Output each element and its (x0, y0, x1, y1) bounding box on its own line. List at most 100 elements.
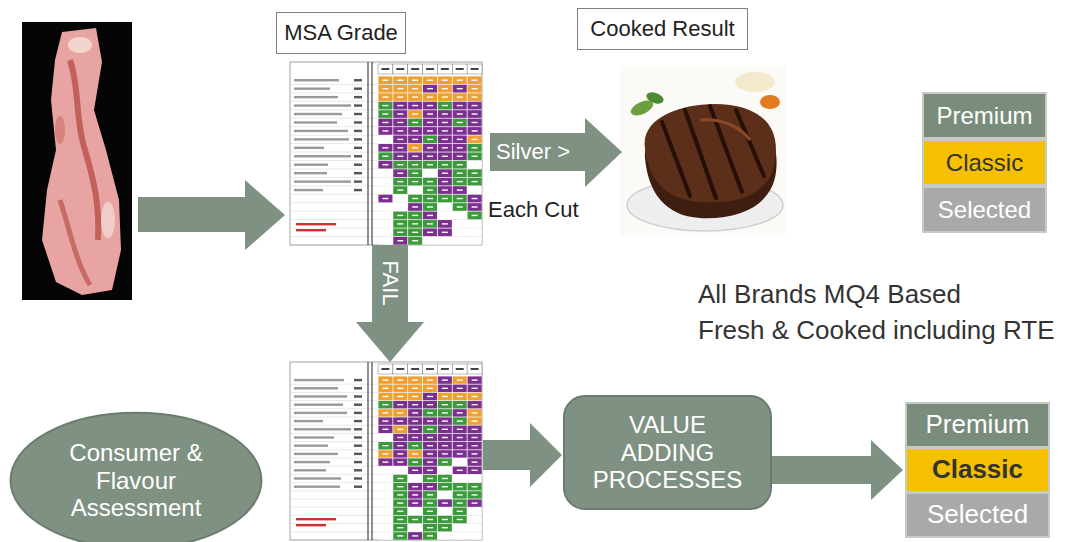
table-cell (378, 499, 392, 506)
table-rule (290, 109, 482, 110)
table-cell-mark (457, 396, 463, 397)
table-header-cell (437, 364, 452, 374)
table-cell-mark (412, 223, 418, 224)
table-cell-mark (397, 535, 403, 536)
table-cell-mark (397, 420, 403, 421)
table-cell (393, 127, 407, 135)
table-cell-mark (397, 429, 403, 430)
heading-box: MSA Grade (276, 12, 406, 54)
table-cell-mark (457, 420, 463, 421)
table-cell-mark (382, 164, 388, 165)
table-cell (453, 401, 467, 408)
table-cell-mark (427, 223, 433, 224)
table-cell-mark (412, 494, 418, 495)
table-cell (453, 93, 467, 101)
table-cell-mark (457, 198, 463, 199)
table-cell (438, 229, 452, 237)
table-cell-mark (397, 486, 403, 487)
table-cell-mark (442, 412, 448, 413)
table-rule (290, 540, 482, 541)
table-cell (438, 144, 452, 152)
table-cell (393, 119, 407, 127)
table-cell-mark (427, 215, 433, 216)
table-cell-mark (382, 130, 388, 131)
table-cell (393, 229, 407, 237)
table-cell-mark (412, 420, 418, 421)
table-cell-mark (457, 139, 463, 140)
table-rule (290, 143, 482, 144)
table-cell (393, 161, 407, 169)
table-cell-mark (412, 198, 418, 199)
table-cell-mark (382, 156, 388, 157)
table-cell-mark (397, 240, 403, 241)
table-cell-mark (427, 232, 433, 233)
table-cell (393, 169, 407, 177)
carcass-muscle-streak (60, 200, 90, 285)
table-header-cell (423, 364, 438, 374)
table-cell (393, 203, 407, 211)
table-cell-mark (442, 486, 448, 487)
table-cell (408, 203, 422, 211)
table-cell (453, 119, 467, 127)
table-cell-mark (382, 404, 388, 405)
table-cell-mark (382, 420, 388, 421)
table-cell (468, 401, 482, 408)
table-cell (438, 220, 452, 228)
table-cell (438, 524, 452, 531)
table-rule (290, 101, 482, 102)
table-cell-mark (412, 147, 418, 148)
table-cell-mark (442, 189, 448, 190)
table-cell (423, 409, 437, 416)
table-cell-mark (382, 429, 388, 430)
table-cell (408, 212, 422, 220)
table-cell (453, 508, 467, 515)
table-cell (453, 161, 467, 169)
table-text-line (294, 428, 351, 430)
table-cell-mark (427, 88, 433, 89)
table-cell (393, 144, 407, 152)
carcass-muscle (55, 116, 65, 144)
table-cell (423, 524, 437, 531)
table-cell-mark (412, 486, 418, 487)
table-cell (438, 442, 452, 449)
table-cell (423, 532, 437, 539)
arrow-label: FAIL (377, 260, 402, 305)
table-rule (290, 482, 482, 483)
table-cell-mark (412, 240, 418, 241)
table-cell-mark (412, 437, 418, 438)
table-cell (468, 161, 482, 169)
table-cell (408, 119, 422, 127)
table-cell (378, 376, 392, 383)
table-cell (468, 458, 482, 465)
table-cell-mark (412, 396, 418, 397)
table-cell-mark (397, 105, 403, 106)
table-cell (453, 220, 467, 228)
table-rule (290, 202, 482, 203)
table-cell (423, 483, 437, 490)
table-text-line (294, 121, 337, 123)
table-cell-mark (397, 511, 403, 512)
table-cell (423, 450, 437, 457)
grill-mark (662, 122, 690, 196)
table-rule (290, 425, 482, 426)
table-cell-mark (472, 470, 478, 471)
table-cell (408, 85, 422, 93)
table-cell (393, 483, 407, 490)
table-cell-mark (397, 147, 403, 148)
table-cell (468, 524, 482, 531)
table-cell (393, 516, 407, 523)
table-cell (438, 127, 452, 135)
table-cell (468, 483, 482, 490)
table-cell-mark (412, 215, 418, 216)
table-header-cell (437, 64, 452, 74)
table-divider (368, 362, 369, 540)
table-cell (438, 401, 452, 408)
table-rule (290, 177, 482, 178)
table-cell-mark (412, 80, 418, 81)
table-cell-mark (472, 122, 478, 123)
table-cell (378, 483, 392, 490)
table-cell-mark (412, 105, 418, 106)
table-cell (393, 393, 407, 400)
table-cell-mark (382, 88, 388, 89)
table-cell (423, 144, 437, 152)
